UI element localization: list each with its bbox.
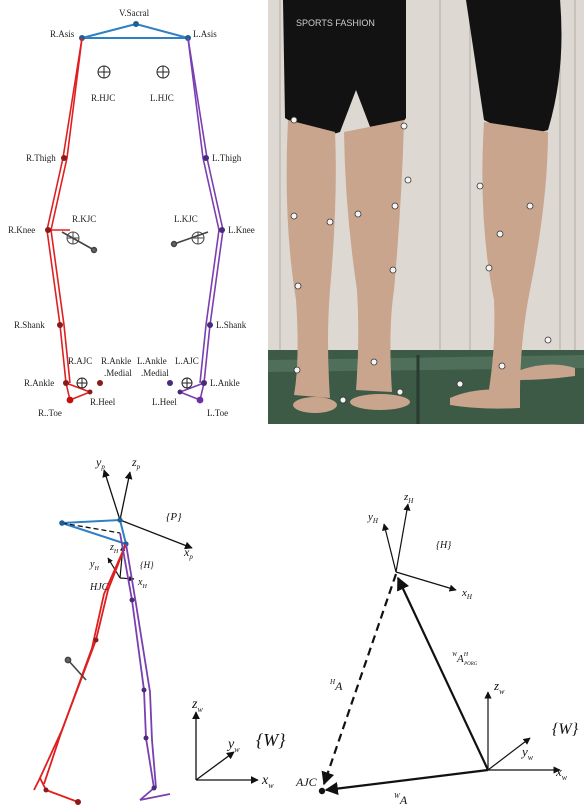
label-r-ajc: R.AJC [68,356,92,366]
axis-yp [102,469,121,521]
r-shank-marker [57,322,63,328]
label-yw-d: yw [520,744,534,762]
axis-yh-d [382,523,397,573]
r-ankle-marker [63,380,69,386]
label-l-kjc: L.KJC [174,214,198,224]
label-l-ankle-medial-2: .Medial [141,368,169,378]
label-l-ankle-medial-1: L.Ankle [137,356,167,366]
l-heel-marker [177,389,183,395]
label-r-ankle-medial-1: R.Ankle [101,356,131,366]
label-zw-c: zw [191,697,203,714]
label-r-toe: R..Toe [38,408,62,418]
label-yh-d: yH [367,511,379,525]
label-r-hjc: R.HJC [91,93,115,103]
r-ajc-symbol [76,377,88,389]
label-r-ankle-medial-2: .Medial [104,368,132,378]
r-kjc-wand [61,231,98,254]
right-kjc-wand-c [64,656,87,681]
label-zh-d: zH [403,491,414,505]
pelvis-triangle [81,22,189,39]
l-knee-marker [219,227,225,233]
label-yh-c: yH [89,559,99,572]
label-xp: xp [183,545,193,561]
side-view-subject [450,0,575,409]
front-view-subject: SPORTS FASHION [283,0,410,413]
axis-zh-d [395,503,411,573]
label-r-heel: R.Heel [90,397,116,407]
vector-w-a [324,768,489,796]
r-ankle-medial-marker [97,380,103,386]
label-l-ankle: L.Ankle [210,378,240,388]
l-ajc-symbol [181,377,193,389]
l-ankle-marker [201,380,207,386]
r-hjc-symbol [97,65,111,79]
label-l-shank: L.Shank [216,320,247,330]
label-l-toe: L.Toe [207,408,228,418]
l-ankle-medial-marker [167,380,173,386]
l-toe-marker [196,396,204,404]
label-frame-w-d: {W} [552,721,579,738]
label-ajc: AJC [295,775,318,789]
label-r-asis: R.Asis [50,29,75,39]
label-xh-c: xH [137,577,147,590]
label-yp: yp [95,455,105,471]
axis-xh-d [395,571,457,592]
label-zp: zp [131,455,141,471]
label-r-shank: R.Shank [14,320,45,330]
photo-markers [290,116,552,404]
r-toe-marker [66,396,74,404]
v-sacral-marker [133,21,139,27]
r-knee-marker [45,227,51,233]
label-xw-d: xw [555,764,568,782]
r-thigh-marker [61,155,67,161]
l-thigh-marker [203,155,209,161]
panel-c-segment-frames: yp zp xp {P} zH yH xH {H} HJC zw yw xw {… [33,455,286,805]
label-l-heel: L.Heel [152,397,177,407]
label-v-sacral: V.Sacral [119,8,150,18]
axis-xp [119,519,193,550]
vector-h-a [321,573,398,786]
label-l-ajc: L.AJC [175,356,199,366]
pelvis-segment [61,518,128,546]
ajc-point [318,787,326,795]
panel-a-marker-model: V.Sacral R.Asis L.Asis R.HJC L.HJC R.Thi… [8,8,255,418]
label-l-asis: L.Asis [193,29,217,39]
r-heel-marker [87,389,93,395]
label-r-kjc: R.KJC [72,214,96,224]
label-r-knee: R.Knee [8,225,35,235]
label-frame-w-c: {W} [256,730,286,750]
shorts-brand-text: SPORTS FASHION [296,18,375,28]
axis-yw-c [195,751,235,781]
panel-b-photo: SPORTS FASHION [268,0,584,424]
label-frame-p: {P} [166,511,182,523]
axis-zp [119,471,133,521]
label-r-ankle: R.Ankle [24,378,54,388]
left-leg-c [119,532,171,801]
label-zw-d: zw [493,678,505,696]
axis-yh-c [107,557,121,579]
label-yw-c: yw [226,737,240,754]
label-frame-h-c: {H} [140,560,154,570]
label-l-hjc: L.HJC [150,93,174,103]
axis-yw-d [487,737,531,771]
label-xh-d: xH [461,587,473,601]
label-hjc: HJC [89,582,109,593]
label-xw-c: xw [261,773,274,790]
right-leg-c [33,543,127,803]
label-w-a: WA [394,792,408,807]
l-hjc-symbol [156,65,170,79]
l-shank-marker [207,322,213,328]
label-r-thigh: R.Thigh [26,153,56,163]
label-zh-c: zH [109,542,119,555]
label-l-thigh: L.Thigh [212,153,242,163]
label-h-a: HA [329,678,343,693]
vector-w-a-porg [397,576,489,771]
label-l-knee: L.Knee [228,225,255,235]
label-frame-h-d: {H} [436,540,451,551]
l-kjc-wand [170,231,209,248]
